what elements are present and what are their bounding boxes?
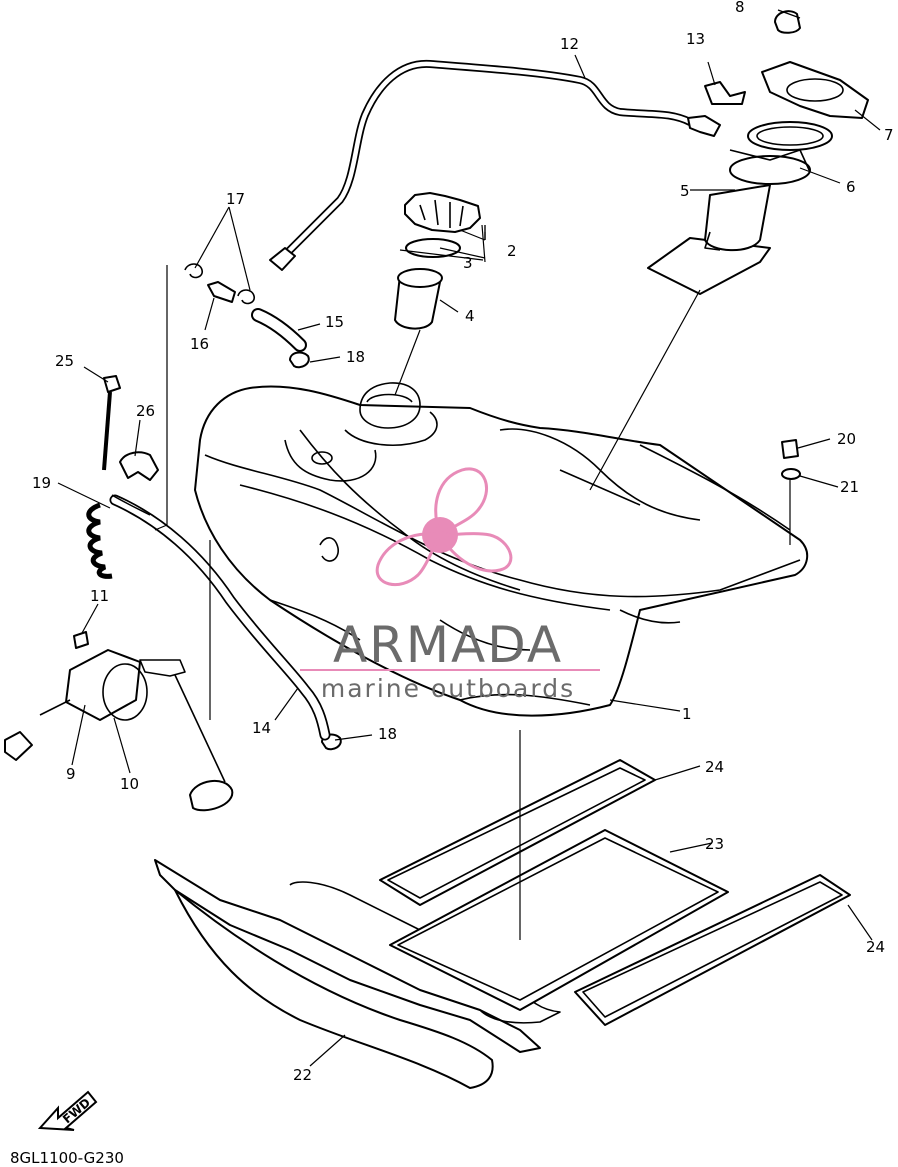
fuel-sender: [4, 649, 234, 812]
fuel-cap: [404, 192, 481, 233]
callout-26: 26: [136, 402, 155, 420]
rubber-pad-rear: [574, 874, 851, 1026]
callout-22: 22: [293, 1066, 312, 1084]
hose-fitting: [207, 281, 236, 303]
forward-arrow-icon: FWD: [37, 1090, 98, 1131]
callout-1: 1: [682, 705, 692, 723]
callout-16: 16: [190, 335, 209, 353]
collar: [781, 439, 799, 459]
callout-numbers: 1 2 3 4 5 6 7 8 9 10 11 12 13 14 15 16 1…: [32, 0, 894, 1084]
pump-gasket-inner: [756, 126, 824, 146]
callout-7: 7: [884, 126, 894, 144]
callout-15: 15: [325, 313, 344, 331]
sender-bolt: [73, 631, 89, 649]
leader-lines: [57, 9, 881, 1067]
watermark-tagline: marine outboards: [321, 674, 575, 703]
callout-3: 3: [463, 254, 473, 272]
callout-2: 2: [507, 242, 517, 260]
callout-8: 8: [735, 0, 745, 16]
callout-14: 14: [252, 719, 271, 737]
callout-23: 23: [705, 835, 724, 853]
callout-25: 25: [55, 352, 74, 370]
hose-clip-left: [184, 263, 203, 279]
cable-holder: [119, 451, 159, 481]
watermark-brand: ARMADA: [333, 616, 563, 674]
hose-clip-right: [237, 289, 255, 305]
callout-19: 19: [32, 474, 51, 492]
callout-13: 13: [686, 30, 705, 48]
hose-spiral-guard: [86, 494, 151, 579]
callout-6: 6: [846, 178, 856, 196]
callout-4: 4: [465, 307, 475, 325]
rubber-pad-center: [389, 829, 729, 1011]
watermark-logo: ARMADA marine outboards: [300, 467, 600, 703]
callout-9: 9: [66, 765, 76, 783]
retainer-plate: [761, 61, 869, 119]
callout-24-lower: 24: [866, 938, 885, 956]
connector: [704, 81, 746, 105]
cable-tie-head: [103, 375, 121, 393]
callout-17: 17: [226, 190, 245, 208]
filler-neck: [394, 268, 443, 330]
callout-10: 10: [120, 775, 139, 793]
fuel-tank: [194, 382, 809, 717]
washer: [781, 468, 801, 480]
hose-clamp-upper: [289, 351, 310, 369]
fuel-hose: [269, 59, 721, 271]
callout-5: 5: [680, 182, 690, 200]
callout-24-upper: 24: [705, 758, 724, 776]
callout-18-lower: 18: [378, 725, 397, 743]
callout-20: 20: [837, 430, 856, 448]
sender-gasket: [102, 663, 148, 721]
diagram-code: 8GL1100-G230: [10, 1149, 124, 1167]
cap-nut: [774, 10, 801, 34]
callout-11: 11: [90, 587, 109, 605]
callout-18-upper: 18: [346, 348, 365, 366]
callout-21: 21: [840, 478, 859, 496]
callout-12: 12: [560, 35, 579, 53]
fuel-pump: [647, 149, 811, 295]
cable-tie: [102, 391, 112, 471]
